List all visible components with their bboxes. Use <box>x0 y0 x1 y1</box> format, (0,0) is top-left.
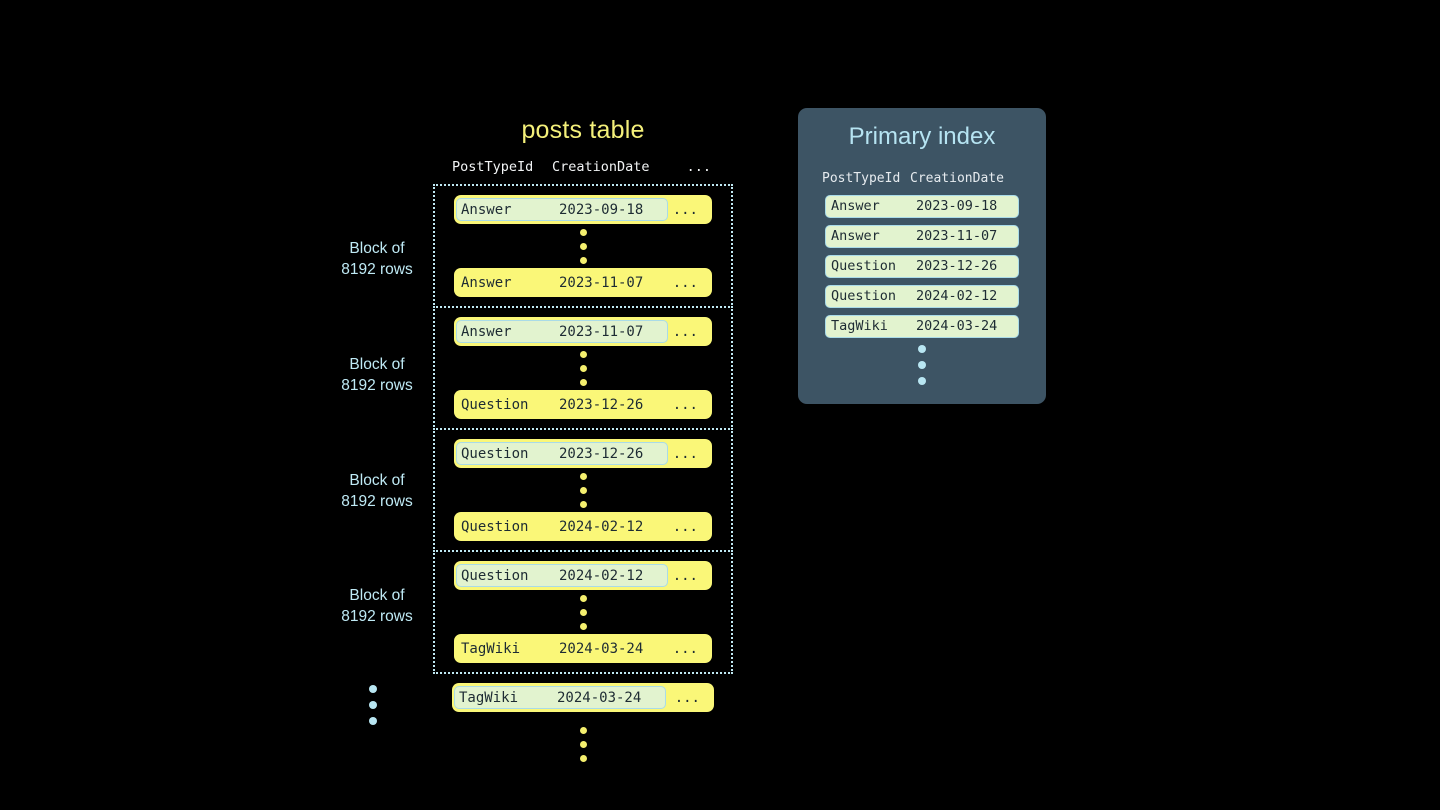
posts-table-column-headers: PostTypeId CreationDate ... <box>433 159 733 175</box>
block-label-line2: 8192 rows <box>341 377 413 394</box>
cell-creation-date: 2024-03-24 <box>557 689 642 706</box>
cell-creation-date: 2023-09-18 <box>916 197 998 214</box>
index-continuation-dots <box>798 345 1046 385</box>
cell-post-type-id: Answer <box>461 323 512 340</box>
block-label: Block of 8192 rows <box>312 354 442 396</box>
block-label-line2: 8192 rows <box>341 493 413 510</box>
cell-more: ... <box>672 518 698 535</box>
posts-table-group: posts table PostTypeId CreationDate ... … <box>433 118 733 767</box>
table-row[interactable]: Question 2023-12-26 ... <box>454 439 712 468</box>
row-ellipsis-dots <box>435 224 731 268</box>
primary-index-entries: Answer 2023-09-18 Answer 2023-11-07 Ques… <box>798 195 1046 338</box>
table-block: Question 2024-02-12 ... TagWiki 2024-03-… <box>433 550 733 674</box>
cell-creation-date: 2024-03-24 <box>916 317 998 334</box>
row-key-highlight: Answer 2023-09-18 <box>456 198 668 221</box>
row-ellipsis-dots <box>435 590 731 634</box>
table-row[interactable]: TagWiki 2024-03-24 ... <box>454 634 712 663</box>
primary-index-panel: Primary index PostTypeId CreationDate An… <box>798 108 1046 404</box>
cell-post-type-id: Answer <box>461 201 512 218</box>
row-ellipsis-dots <box>435 468 731 512</box>
cell-post-type-id: Question <box>461 445 529 462</box>
table-row[interactable]: Answer 2023-11-07 ... <box>454 268 712 297</box>
primary-index-title: Primary index <box>848 123 996 150</box>
cell-post-type-id: Question <box>461 567 529 584</box>
block-label-line1: Block of <box>349 587 405 604</box>
block-label: Block of 8192 rows <box>312 585 442 627</box>
cell-more: ... <box>672 274 698 291</box>
row-key: Answer 2023-11-07 <box>456 271 668 294</box>
cell-more: ... <box>672 445 698 462</box>
table-row[interactable]: Question 2023-12-26 ... <box>454 390 712 419</box>
cell-creation-date: 2023-12-26 <box>916 257 998 274</box>
cell-creation-date: 2023-12-26 <box>559 396 644 413</box>
block-label: Block of 8192 rows <box>312 238 442 280</box>
table-row[interactable]: Answer 2023-11-07 ... <box>454 317 712 346</box>
cell-more: ... <box>672 323 698 340</box>
row-key-highlight: TagWiki 2024-03-24 <box>454 686 666 709</box>
cell-post-type-id: Question <box>831 257 897 274</box>
column-header-post-type-id: PostTypeId <box>452 159 534 175</box>
cell-post-type-id: Question <box>831 287 897 304</box>
index-entry[interactable]: Question 2023-12-26 <box>825 255 1019 278</box>
column-header-post-type-id: PostTypeId <box>822 171 901 186</box>
table-row[interactable]: TagWiki 2024-03-24 ... <box>452 683 714 712</box>
cell-post-type-id: TagWiki <box>461 640 521 657</box>
block-label-line1: Block of <box>349 472 405 489</box>
cell-post-type-id: Question <box>461 396 529 413</box>
block-label-line1: Block of <box>349 356 405 373</box>
cell-creation-date: 2023-12-26 <box>559 445 644 462</box>
index-entry[interactable]: Question 2024-02-12 <box>825 285 1019 308</box>
block-label-line2: 8192 rows <box>341 608 413 625</box>
table-row[interactable]: Answer 2023-09-18 ... <box>454 195 712 224</box>
cell-creation-date: 2024-03-24 <box>559 640 644 657</box>
table-block: Answer 2023-11-07 ... Question 2023-12-2… <box>433 306 733 430</box>
table-block: Answer 2023-09-18 ... Answer 2023-11-07 … <box>433 184 733 308</box>
cell-more: ... <box>674 689 700 706</box>
primary-index-column-headers: PostTypeId CreationDate <box>798 171 1046 186</box>
block-label: Block of 8192 rows <box>312 470 442 512</box>
cell-creation-date: 2024-02-12 <box>559 567 644 584</box>
cell-more: ... <box>672 567 698 584</box>
row-key-highlight: Question 2024-02-12 <box>456 564 668 587</box>
blocks-continuation-dots <box>369 685 377 725</box>
row-key-highlight: Question 2023-12-26 <box>456 442 668 465</box>
row-key-highlight: Answer 2023-11-07 <box>456 320 668 343</box>
index-entry[interactable]: Answer 2023-09-18 <box>825 195 1019 218</box>
cell-more: ... <box>672 640 698 657</box>
table-block: Question 2023-12-26 ... Question 2024-02… <box>433 428 733 552</box>
cell-creation-date: 2023-09-18 <box>559 201 644 218</box>
cell-creation-date: 2024-02-12 <box>916 287 998 304</box>
cell-creation-date: 2023-11-07 <box>916 227 998 244</box>
row-ellipsis-dots <box>435 346 731 390</box>
cell-post-type-id: TagWiki <box>459 689 519 706</box>
posts-table-blocks: Answer 2023-09-18 ... Answer 2023-11-07 … <box>433 184 733 674</box>
table-row[interactable]: Question 2024-02-12 ... <box>454 561 712 590</box>
cell-creation-date: 2023-11-07 <box>559 323 644 340</box>
column-header-more: ... <box>686 159 711 175</box>
cell-post-type-id: Question <box>461 518 529 535</box>
cell-creation-date: 2024-02-12 <box>559 518 644 535</box>
index-entry[interactable]: Answer 2023-11-07 <box>825 225 1019 248</box>
posts-table-title: posts table <box>521 116 645 144</box>
column-header-creation-date: CreationDate <box>910 171 1004 186</box>
block-label-line2: 8192 rows <box>341 261 413 278</box>
row-key: TagWiki 2024-03-24 <box>456 637 668 660</box>
table-trailing-ellipsis-dots <box>433 721 733 767</box>
cell-post-type-id: Answer <box>461 274 512 291</box>
cell-more: ... <box>672 201 698 218</box>
block-label-line1: Block of <box>349 240 405 257</box>
cell-post-type-id: Answer <box>831 197 880 214</box>
row-key: Question 2024-02-12 <box>456 515 668 538</box>
cell-creation-date: 2023-11-07 <box>559 274 644 291</box>
table-row[interactable]: Question 2024-02-12 ... <box>454 512 712 541</box>
cell-post-type-id: TagWiki <box>831 317 888 334</box>
cell-post-type-id: Answer <box>831 227 880 244</box>
cell-more: ... <box>672 396 698 413</box>
index-entry[interactable]: TagWiki 2024-03-24 <box>825 315 1019 338</box>
column-header-creation-date: CreationDate <box>552 159 650 175</box>
row-key: Question 2023-12-26 <box>456 393 668 416</box>
